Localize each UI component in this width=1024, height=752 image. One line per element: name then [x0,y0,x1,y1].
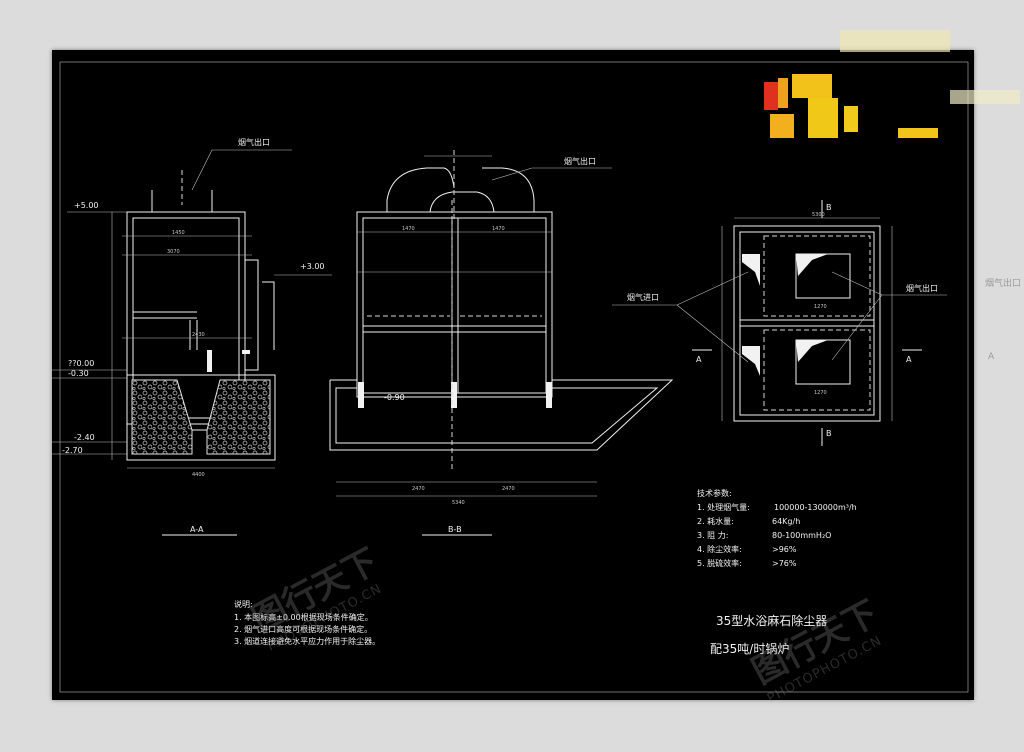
svg-text:1270: 1270 [814,304,827,310]
tech-param-value-2: 64Kg/h [772,517,800,526]
cad-drawing: 烟气出口 1450 3070 2430 4400 +5.00 ??0.00 -0… [52,61,969,693]
note-item-1: 1. 本图标高±0.00根据现场条件确定。 [234,612,373,622]
svg-text:1270: 1270 [814,390,827,396]
svg-text:5300: 5300 [812,212,825,218]
tech-param-value-5: >76% [772,559,797,568]
tech-param-value-4: >96% [772,545,797,554]
aa-elev-minus270: -2.70 [62,446,83,455]
bb-caption: B-B [448,525,462,534]
title-line-1: 35型水浴麻石除尘器 [716,613,827,628]
svg-text:2470: 2470 [502,486,515,492]
svg-text:2430: 2430 [192,332,205,338]
svg-text:2470: 2470 [412,486,425,492]
note-item-3: 3. 烟道连接避免水平应力作用于除尘器。 [234,636,380,646]
notes-heading: 说明: [234,599,253,609]
outside-right-label: 烟气出口 [985,279,1022,289]
aa-elev-top: +5.00 [74,201,99,210]
title-block: 35型水浴麻石除尘器 配35吨/时锅炉 [710,613,827,656]
design-notes: 说明: 1. 本图标高±0.00根据现场条件确定。 2. 烟气进口高度可根据现场… [234,599,380,646]
svg-text:1470: 1470 [402,226,415,232]
aa-elev-plus300: +3.00 [300,262,325,271]
tech-params-heading: 技术参数: [697,488,732,498]
aa-elev-minus030: -0.30 [68,369,89,378]
plan-cut-b-top: B [826,203,832,212]
aa-elev-minus240: -2.40 [74,433,95,442]
bb-flue-outlet-label: 烟气出口 [564,156,596,166]
bb-elev-label: -0.90 [384,393,405,402]
tech-param-label-3: 3. 阻 力: [697,530,728,540]
tech-param-label-5: 5. 脱硫效率: [697,558,742,568]
aa-flue-outlet-label: 烟气出口 [238,137,270,147]
section-a-a: 烟气出口 1450 3070 2430 4400 +5.00 ??0.00 -0… [52,137,332,536]
title-line-2: 配35吨/时锅炉 [710,641,789,656]
aa-caption: A-A [190,525,204,534]
outside-right-a: A [988,352,995,362]
tech-param-label-4: 4. 除尘效率: [697,544,742,554]
aa-elev-zero: ??0.00 [68,359,94,368]
drawing-canvas: 烟气出口 1450 3070 2430 4400 +5.00 ??0.00 -0… [52,50,974,707]
section-b-b: 烟气出口 1470 1470 2470 2470 5340 -0.90 B-B [329,150,674,536]
plan-cut-b-bottom: B [826,429,832,438]
plan-flue-inlet-label: 烟气进口 [627,292,659,302]
plan-cut-a-left: A [696,355,702,364]
svg-text:1450: 1450 [172,230,185,236]
tech-params: 技术参数: 1. 处理烟气量: 100000-130000m³/h 2. 耗水量… [697,488,857,568]
svg-text:3070: 3070 [167,249,180,255]
svg-text:1470: 1470 [492,226,505,232]
drawing-border [59,61,969,693]
tech-param-value-1: 100000-130000m³/h [774,503,857,512]
note-item-2: 2. 烟气进口高度可根据现场条件确定。 [234,624,372,634]
tech-param-label-2: 2. 耗水量: [697,516,734,526]
tech-param-label-1: 1. 处理烟气量: [697,502,750,512]
tech-param-value-3: 80-100mmH₂O [772,531,831,540]
svg-text:4400: 4400 [192,472,205,478]
plan-view: 烟气进口 烟气出口 B B A A 5300 1270 1270 [612,200,947,446]
plan-cut-a-right: A [906,355,912,364]
plan-flue-outlet-label: 烟气出口 [906,283,938,293]
svg-text:5340: 5340 [452,500,465,506]
